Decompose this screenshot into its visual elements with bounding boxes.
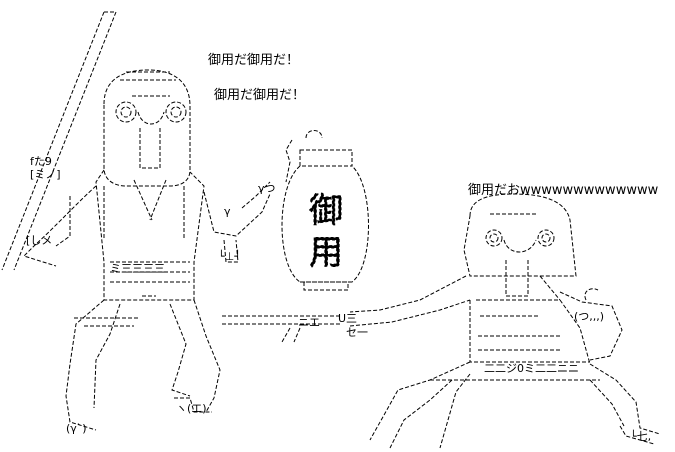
right-officer-legs [369, 361, 661, 449]
speech-line-1: 御用だ御用だ！ [208, 53, 300, 68]
lantern-char-bottom: 用 [309, 233, 343, 273]
pole [1, 11, 117, 271]
lantern [281, 130, 369, 291]
svg-text:(つ,,,): (つ,,,) [574, 310, 604, 323]
left-officer-head [103, 69, 191, 187]
svg-text:セ一: セ一 [346, 326, 368, 339]
left-officer-legs [65, 299, 221, 431]
svg-text:(γ`): (γ`) [66, 422, 87, 435]
ascii-glyphs: fた9 [ミノ] [しメ ミ三三三三 γ γつ └⊥┘ ニエ U三 セ一 二二ジ… [26, 155, 651, 443]
rope [222, 315, 340, 343]
svg-text:ミ三三三三: ミ三三三三 [110, 262, 165, 275]
svg-text:γつ: γつ [258, 182, 276, 195]
svg-text:U三: U三 [338, 312, 357, 325]
svg-text:γ: γ [224, 205, 231, 218]
svg-text:└⊥┘: └⊥┘ [218, 249, 241, 263]
left-officer-body [23, 169, 271, 301]
lantern-char-top: 御 [309, 191, 343, 231]
svg-text:ヽ(エ): ヽ(エ) [176, 402, 207, 415]
svg-text:ニエ: ニエ [298, 316, 320, 329]
speech-line-3: 御用だおwwwwwwwwwwwww [468, 183, 659, 198]
svg-text:[ミノ]: [ミノ] [30, 168, 61, 181]
svg-text:└七,: └七, [630, 429, 651, 443]
svg-text:[しメ: [しメ [26, 234, 52, 247]
speech-line-2: 御用だ御用だ！ [214, 88, 306, 103]
svg-text:fた9: fた9 [30, 155, 52, 168]
svg-text:二二ジ0ミ二二ニニ: 二二ジ0ミ二二ニニ [484, 362, 579, 375]
right-officer-head [463, 193, 577, 297]
